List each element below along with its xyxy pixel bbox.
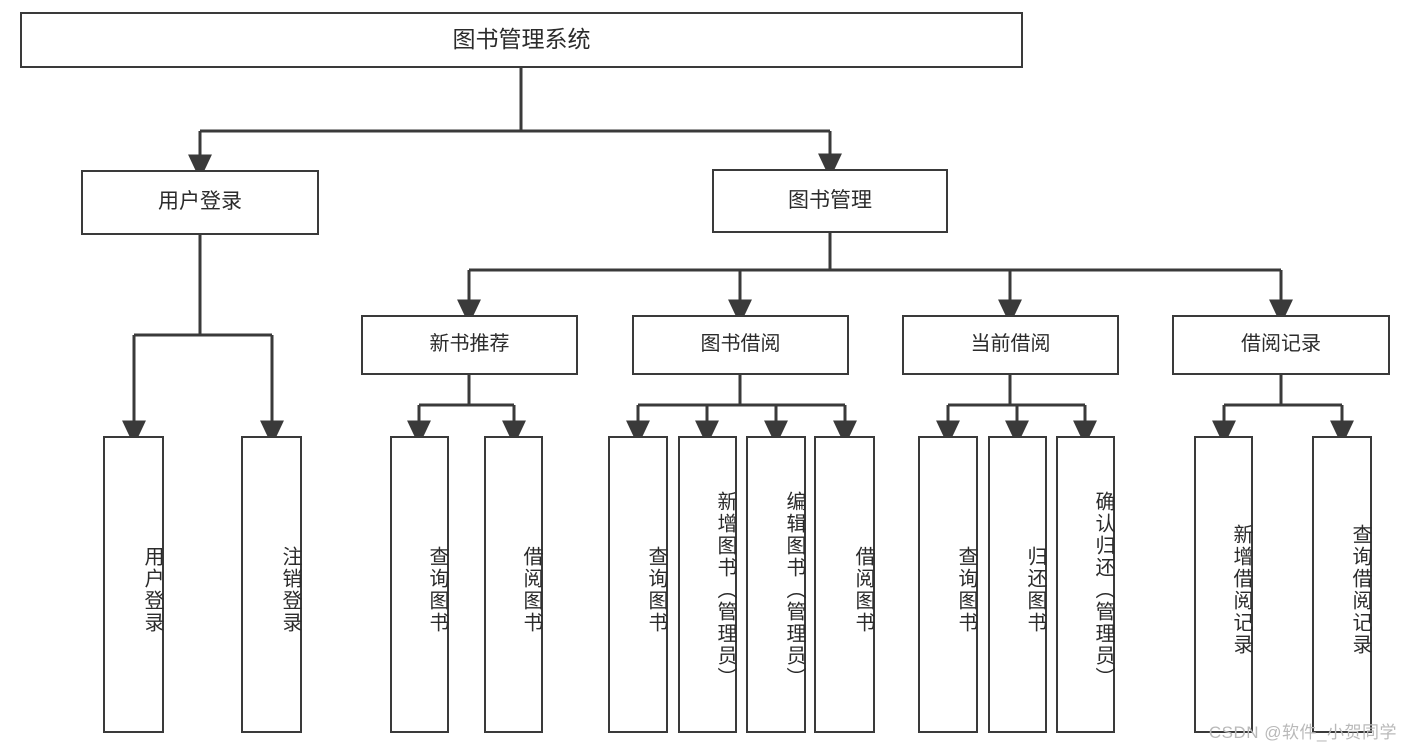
node-leaf-query-book-3[interactable]: 查询图书 (918, 436, 978, 733)
node-leaf-borrow-book-2[interactable]: 借阅图书 (814, 436, 875, 733)
node-new-book-recommend[interactable]: 新书推荐 (361, 315, 578, 375)
node-leaf-edit-book-admin[interactable]: 编辑图书（管理员） (746, 436, 806, 733)
leaf-label: 编辑图书（管理员） (783, 490, 805, 689)
node-borrow-record[interactable]: 借阅记录 (1172, 315, 1390, 375)
node-user-login[interactable]: 用户登录 (81, 170, 319, 235)
node-book-borrow[interactable]: 图书借阅 (632, 315, 849, 375)
leaf-label: 查询借阅记录 (1349, 523, 1371, 656)
leaf-label: 查询图书 (426, 545, 448, 634)
node-leaf-borrow-book-1[interactable]: 借阅图书 (484, 436, 543, 733)
node-leaf-add-borrow-record[interactable]: 新增借阅记录 (1194, 436, 1253, 733)
leaf-label: 新增借阅记录 (1230, 523, 1252, 656)
leaf-label: 归还图书 (1024, 545, 1046, 634)
node-leaf-confirm-return-admin[interactable]: 确认归还（管理员） (1056, 436, 1115, 733)
leaf-label: 确认归还（管理员） (1092, 490, 1114, 689)
node-root-system[interactable]: 图书管理系统 (20, 12, 1023, 68)
node-leaf-add-book-admin[interactable]: 新增图书（管理员） (678, 436, 737, 733)
node-leaf-query-book-2[interactable]: 查询图书 (608, 436, 668, 733)
leaf-label: 查询图书 (645, 545, 667, 634)
leaf-label: 用户登录 (141, 545, 163, 634)
node-leaf-query-borrow-record[interactable]: 查询借阅记录 (1312, 436, 1372, 733)
leaf-label: 注销登录 (279, 545, 301, 634)
csdn-watermark: CSDN @软件_小贺同学 (1208, 723, 1397, 742)
node-leaf-return-book[interactable]: 归还图书 (988, 436, 1047, 733)
node-leaf-user-login[interactable]: 用户登录 (103, 436, 164, 733)
node-leaf-query-book-1[interactable]: 查询图书 (390, 436, 449, 733)
leaf-label: 新增图书（管理员） (714, 490, 736, 689)
node-book-manage[interactable]: 图书管理 (712, 169, 948, 233)
leaf-label: 查询图书 (955, 545, 977, 634)
node-leaf-user-logout[interactable]: 注销登录 (241, 436, 302, 733)
node-current-borrow[interactable]: 当前借阅 (902, 315, 1119, 375)
leaf-label: 借阅图书 (520, 545, 542, 634)
leaf-label: 借阅图书 (852, 545, 874, 634)
